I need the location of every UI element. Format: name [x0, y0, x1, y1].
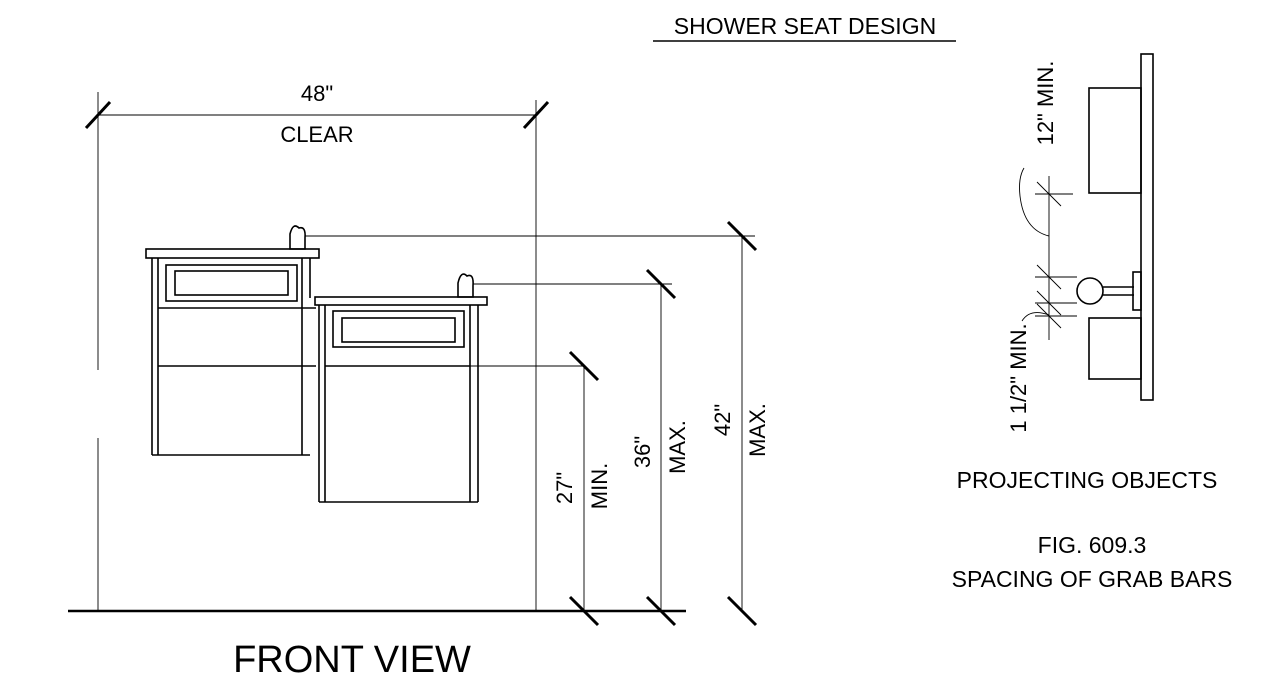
dimension-12-min-label: 12" MIN.	[1033, 61, 1058, 146]
front-view-title: FRONT VIEW	[233, 639, 471, 677]
dimension-12-leader	[1019, 167, 1050, 237]
dimension-27-note: MIN.	[587, 463, 612, 509]
clear-width-tick-right	[522, 100, 550, 130]
dimension-36-value: 36"	[630, 436, 655, 468]
dimension-42-note: MAX.	[745, 403, 770, 457]
upper-object	[1088, 87, 1142, 194]
dimension-1-5-min-ticks	[1035, 290, 1077, 329]
dimension-42-max	[305, 220, 758, 627]
dimension-42-value: 42"	[710, 404, 735, 436]
low-drinking-fountain	[314, 273, 488, 503]
dimension-12-min-ticks	[1035, 181, 1077, 290]
clear-width-tick-left	[84, 100, 112, 130]
dimension-36-note: MAX.	[665, 420, 690, 474]
wall	[1140, 53, 1154, 401]
grab-bar-flange	[1132, 271, 1142, 311]
front-view-drawing: 48" CLEAR	[68, 81, 770, 677]
grab-bar-spacing-drawing: SHOWER SEAT DESIGN 12"	[653, 13, 1232, 592]
low-bubbler-spout	[457, 273, 474, 298]
shower-seat-heading: SHOWER SEAT DESIGN	[674, 13, 936, 39]
high-bubbler-spout	[289, 225, 306, 250]
figure-title: SPACING OF GRAB BARS	[952, 566, 1233, 592]
grab-bar-section	[1076, 277, 1104, 305]
projecting-objects-label: PROJECTING OBJECTS	[957, 467, 1218, 493]
dimension-27-min	[470, 350, 600, 627]
lower-object	[1088, 317, 1142, 380]
high-drinking-fountain	[145, 225, 320, 456]
dimension-1-5-min-label: 1 1/2" MIN.	[1006, 323, 1031, 432]
clear-width-label: CLEAR	[280, 122, 353, 147]
dimension-1-5-leader	[1021, 312, 1050, 322]
clear-width-value: 48"	[301, 81, 333, 106]
dimension-36-max	[473, 268, 677, 627]
dimension-27-value: 27"	[552, 472, 577, 504]
figure-number: FIG. 609.3	[1038, 532, 1147, 558]
